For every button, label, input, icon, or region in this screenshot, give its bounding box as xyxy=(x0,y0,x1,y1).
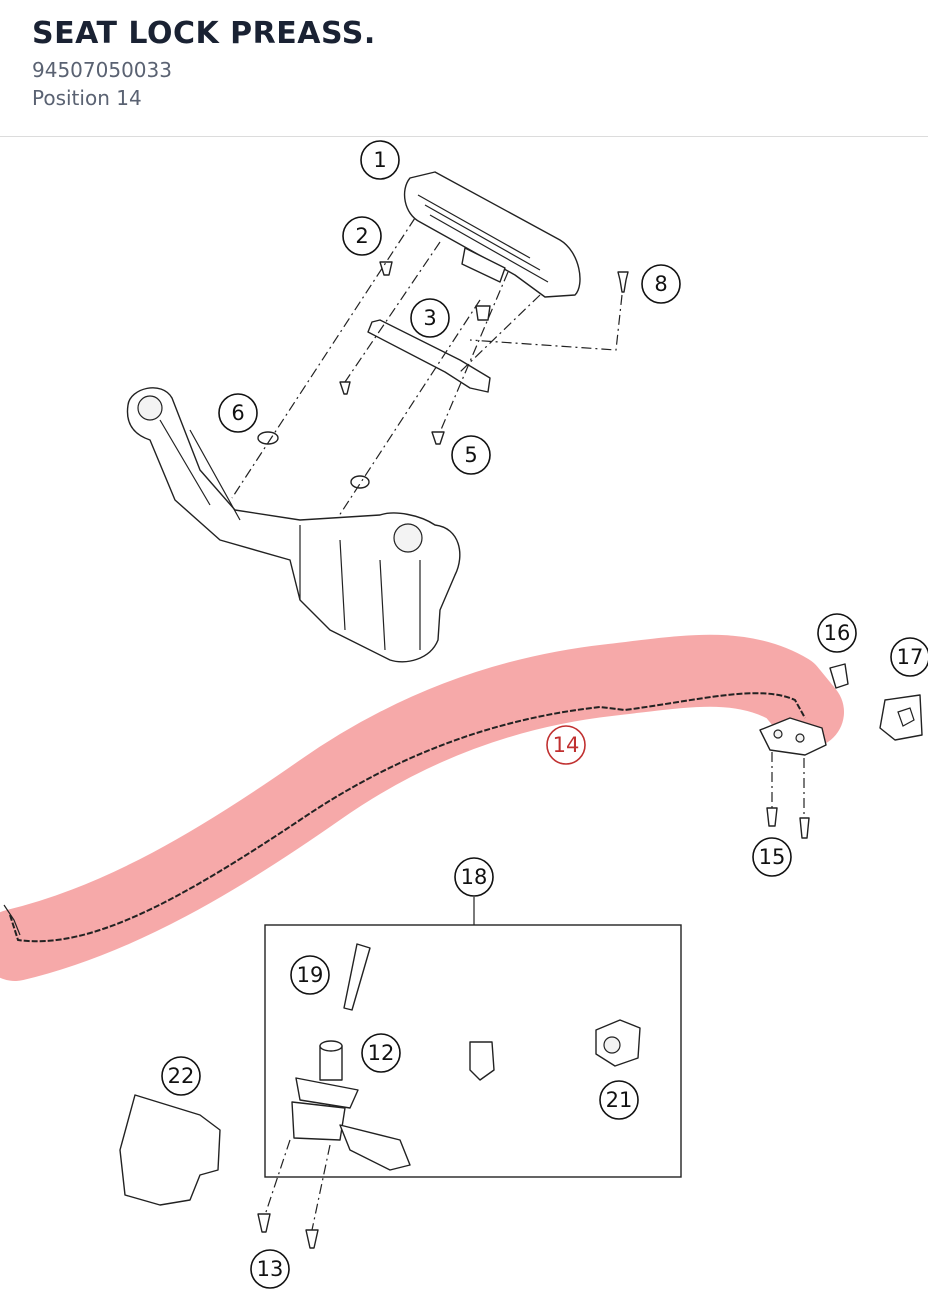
svg-text:17: 17 xyxy=(897,645,924,669)
callout-22[interactable]: 22 xyxy=(161,1056,201,1096)
callout-13[interactable]: 13 xyxy=(250,1249,290,1289)
callout-16[interactable]: 16 xyxy=(817,613,857,653)
display-bracket[interactable] xyxy=(367,319,491,393)
subframe-bracket[interactable] xyxy=(126,387,461,663)
cable-end-nipple xyxy=(3,904,21,936)
svg-text:22: 22 xyxy=(168,1064,195,1088)
part-number: 94507050033 xyxy=(32,58,172,82)
grommet-top[interactable] xyxy=(475,305,491,321)
cover-22[interactable] xyxy=(119,1094,221,1206)
svg-text:6: 6 xyxy=(231,401,244,425)
svg-text:14: 14 xyxy=(553,733,580,757)
screw-13b[interactable] xyxy=(305,1229,319,1249)
svg-text:13: 13 xyxy=(257,1257,284,1281)
screw-15b[interactable] xyxy=(799,817,810,839)
screw-5[interactable] xyxy=(431,431,445,445)
svg-text:16: 16 xyxy=(824,621,851,645)
screw-13a[interactable] xyxy=(257,1213,271,1233)
callout-18[interactable]: 18 xyxy=(454,857,494,897)
clip-16[interactable] xyxy=(829,663,849,689)
callout-15[interactable]: 15 xyxy=(752,837,792,877)
group-18-box xyxy=(264,924,682,1178)
callout-17[interactable]: 17 xyxy=(890,637,928,677)
svg-text:8: 8 xyxy=(654,272,667,296)
page-title: SEAT LOCK PREASS. xyxy=(32,16,376,51)
highlight-band xyxy=(0,634,844,981)
grommet-lower[interactable] xyxy=(350,475,370,489)
callout-8[interactable]: 8 xyxy=(641,264,681,304)
callout-5[interactable]: 5 xyxy=(451,435,491,475)
svg-text:5: 5 xyxy=(464,443,477,467)
callout-21[interactable]: 21 xyxy=(599,1080,639,1120)
position-label: Position 14 xyxy=(32,86,142,110)
svg-text:18: 18 xyxy=(461,865,488,889)
lock-plate[interactable] xyxy=(759,717,827,756)
svg-text:3: 3 xyxy=(423,306,436,330)
svg-text:12: 12 xyxy=(368,1041,395,1065)
bracket-17[interactable] xyxy=(879,694,923,741)
screw-15a[interactable] xyxy=(766,807,778,827)
callout-2[interactable]: 2 xyxy=(342,216,382,256)
header: SEAT LOCK PREASS. 94507050033 Position 1… xyxy=(0,0,928,137)
seat-lock-cable[interactable] xyxy=(9,692,806,943)
callout-14[interactable]: 14 xyxy=(546,725,586,765)
callout-6[interactable]: 6 xyxy=(218,393,258,433)
screw-8[interactable] xyxy=(617,271,629,293)
svg-text:1: 1 xyxy=(373,148,386,172)
svg-text:2: 2 xyxy=(355,224,368,248)
screw-2[interactable] xyxy=(379,261,393,276)
callout-3[interactable]: 3 xyxy=(410,298,450,338)
svg-text:21: 21 xyxy=(606,1088,633,1112)
svg-text:15: 15 xyxy=(759,845,786,869)
svg-text:19: 19 xyxy=(297,963,324,987)
dashboard-display[interactable] xyxy=(403,171,581,298)
screw-bracket[interactable] xyxy=(339,381,351,395)
key-19[interactable] xyxy=(343,943,371,1011)
lock-cylinder[interactable] xyxy=(469,1041,495,1081)
callout-1[interactable]: 1 xyxy=(360,140,400,180)
callout-19[interactable]: 19 xyxy=(290,955,330,995)
callout-12[interactable]: 12 xyxy=(361,1033,401,1073)
ignition-lock-12[interactable] xyxy=(291,1040,411,1171)
